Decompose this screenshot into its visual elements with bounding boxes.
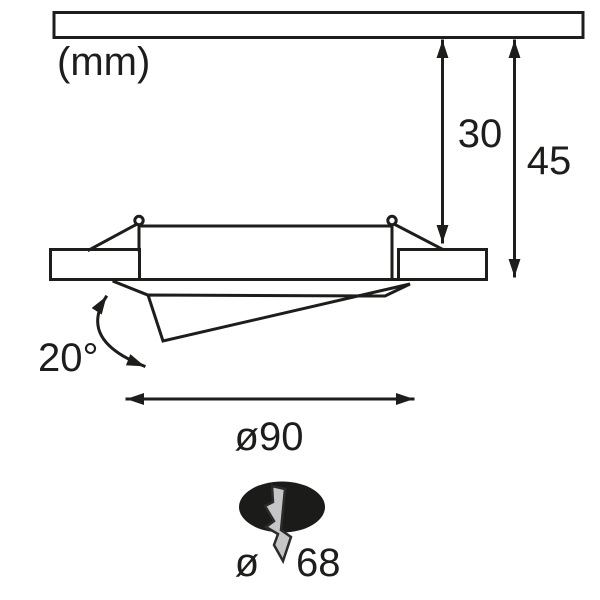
unit-label: (mm) xyxy=(57,40,150,84)
right-spring-arm xyxy=(389,220,445,252)
left-flange xyxy=(49,248,141,281)
dim-label-diameter-90: ø90 xyxy=(235,415,304,459)
cutout-diameter-symbol: ø xyxy=(235,541,259,585)
dim-label-30: 30 xyxy=(458,112,503,156)
right-flange xyxy=(397,248,488,281)
cutout-diameter-value: 68 xyxy=(296,541,341,585)
tilt-arc-arrow xyxy=(91,294,146,368)
dim-label-45: 45 xyxy=(527,139,572,183)
left-spring-arm xyxy=(86,220,142,253)
right-spring-pivot xyxy=(386,214,398,227)
ceiling-bar xyxy=(52,11,585,39)
tilt-angle-label: 20° xyxy=(38,336,99,380)
lamp-rim-edge xyxy=(112,279,151,298)
lightning-bolt-icon xyxy=(263,484,293,565)
left-spring-pivot xyxy=(133,214,145,227)
tilted-lamp-module xyxy=(145,282,411,343)
